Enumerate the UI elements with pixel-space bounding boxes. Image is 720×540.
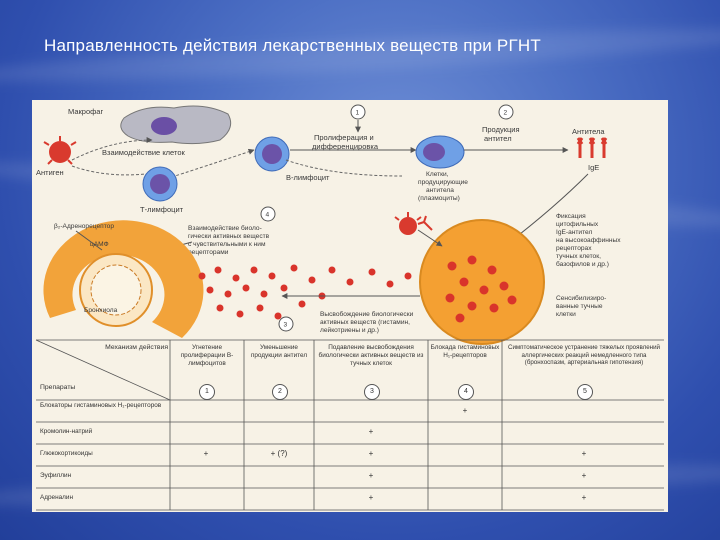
plasma-label-3: антитела <box>426 187 454 194</box>
plasma-label-1: Клетки, <box>426 171 449 178</box>
diagram-svg: Макрофаг Антиген Взаимодействие клеток Т… <box>35 104 664 511</box>
antibody-icon <box>576 137 608 158</box>
column-number-1: 1 <box>199 384 215 400</box>
macrophage-label: Макрофаг <box>68 107 103 116</box>
step-2-number: 2 <box>504 110 508 117</box>
proliferation-label: Пролиферация и <box>314 133 374 142</box>
release-label-2: активных веществ (гистамин, <box>320 319 410 326</box>
diagram-figure: Макрофаг Антиген Взаимодействие клеток Т… <box>32 100 668 512</box>
drug-row-4-name: Эуфиллин <box>40 472 72 479</box>
step-1-number: 1 <box>356 110 360 117</box>
fixation-label-4: на высокоаффинных <box>556 237 621 244</box>
b2-receptor-label: β₂-Адренорецептор <box>54 223 114 230</box>
sensitized-label-1: Сенсибилизиро- <box>556 294 606 302</box>
fixation-label-3: IgE-антител <box>556 229 592 236</box>
bio-interaction-label-3: с чувствительными к ним <box>188 241 266 248</box>
slide-title: Направленность действия лекарственных ве… <box>44 36 541 55</box>
drug-row-2-name: Кромолин-натрий <box>40 428 93 435</box>
antigen-icon <box>394 212 422 235</box>
column-number-5: 5 <box>577 384 593 400</box>
drug-row-4-mark-3: + <box>368 471 374 480</box>
plasma-label-2: продуцирующие <box>418 179 468 186</box>
step-4-number: 4 <box>266 212 270 219</box>
drug-row-5-name: Адреналин <box>40 494 74 501</box>
drug-row-5-mark-3: + <box>368 493 374 502</box>
fixation-label-1: Фиксация <box>556 213 586 220</box>
production-label: Продукция <box>482 125 520 134</box>
antibody-label: Антитела <box>572 127 605 136</box>
bio-interaction-label-1: Взаимодействие биоло- <box>188 224 262 232</box>
plasma-cell <box>415 135 465 169</box>
drug-row-3-name: Глюкокортикоиды <box>40 450 93 457</box>
bio-interaction-label-4: рецепторами <box>188 249 229 256</box>
antigen-label: Антиген <box>36 168 64 177</box>
step-4-marker <box>260 206 276 222</box>
bio-interaction-label-2: гически активных веществ <box>188 233 270 240</box>
release-label-1: Высвобождение биологически <box>320 310 414 318</box>
t-lymphocyte-cell <box>142 166 178 202</box>
mechanism-header: Механизм действия <box>105 344 168 351</box>
bronchiole-ring <box>43 220 204 338</box>
drug-row-3-mark-1: + <box>203 449 209 458</box>
drug-row-3-mark-5: + <box>581 449 587 458</box>
column-number-3: 3 <box>364 384 380 400</box>
fixation-label-5: рецепторах <box>556 245 592 252</box>
column-number-4: 4 <box>458 384 474 400</box>
fixation-label-7: базофилов и др.) <box>556 260 609 268</box>
drug-row-3-mark-2: + (?) <box>270 449 288 458</box>
fixation-label-2: цитофильных <box>556 221 599 228</box>
antibodies-production-label: антител <box>484 134 512 143</box>
drug-row-1-name: Блокаторы гистаминовых H₁-рецепторов <box>40 402 162 409</box>
b-lymphocyte-label: В-лимфоцит <box>286 173 330 182</box>
macrophage-cell <box>120 105 232 145</box>
release-label-3: лейкотриены и др.) <box>320 326 379 334</box>
column-header-1: Угнетение пролиферации В-лимфоцитов <box>180 344 234 367</box>
ige-label: IgE <box>588 163 599 172</box>
step-3-number: 3 <box>284 322 288 329</box>
b-lymphocyte-cell <box>254 136 290 172</box>
column-header-3: Подавление высвобождения биологически ак… <box>318 344 424 367</box>
column-number-2: 2 <box>272 384 288 400</box>
drug-row-5-mark-5: + <box>581 493 587 502</box>
plasma-label-4: (плазмоциты) <box>418 195 460 202</box>
sensitized-label-2: ванные тучные <box>556 303 603 310</box>
fixation-label-6: тучных клеток, <box>556 253 601 260</box>
drug-row-2-mark-3: + <box>368 427 374 436</box>
bronchiole-label: Бронхиола <box>84 307 118 314</box>
mast-cell <box>417 215 545 345</box>
antigen-icon <box>43 136 77 165</box>
step-1-marker <box>350 104 366 120</box>
column-header-5: Симптоматическое устранение тяжелых проя… <box>508 344 660 367</box>
column-header-2: Уменьшение продукции антител <box>250 344 308 359</box>
differentiation-label: дифференцировка <box>312 142 379 151</box>
t-lymphocyte-label: Т-лимфоцит <box>140 205 184 214</box>
mechanism-table <box>35 339 664 511</box>
step-3-marker <box>278 316 294 332</box>
step-2-marker <box>498 104 514 120</box>
camp-label: цАМФ <box>90 241 109 248</box>
drugs-header: Препараты <box>40 384 76 391</box>
drug-row-1-mark-4: + <box>462 406 468 415</box>
drug-row-4-mark-5: + <box>581 471 587 480</box>
column-header-4: Блокада гистаминовых H₁-рецепторов <box>430 344 500 359</box>
sensitized-label-3: клетки <box>556 311 576 318</box>
interaction-label: Взаимодействие клеток <box>102 148 186 157</box>
drug-row-3-mark-3: + <box>368 449 374 458</box>
